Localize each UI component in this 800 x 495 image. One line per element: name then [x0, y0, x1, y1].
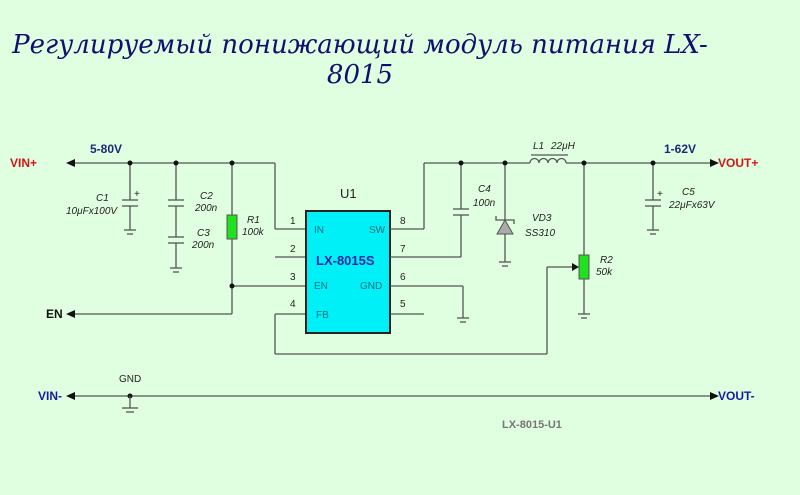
pin-8-num: 8	[400, 216, 406, 227]
pin-1-num: 1	[290, 216, 296, 227]
c3-ref: C3	[197, 228, 210, 239]
pin-3-name: EN	[314, 281, 328, 292]
diode-vd3	[495, 163, 515, 267]
r2-ref: R2	[600, 255, 613, 266]
pin-2-num: 2	[290, 244, 296, 255]
input-voltage-label: 5-80V	[90, 142, 122, 156]
capacitor-c1: +	[122, 163, 140, 235]
c4-ref: C4	[478, 184, 491, 195]
port-vout-minus: VOUT-	[718, 389, 755, 403]
l1-ref: L1	[533, 141, 544, 152]
c5-ref: C5	[682, 187, 695, 198]
capacitor-c4	[453, 163, 469, 216]
pin-4-name: FB	[316, 310, 329, 321]
en-arrow-icon	[66, 310, 75, 318]
gnd-label: GND	[119, 374, 141, 385]
chip-name: LX-8015S	[316, 253, 375, 268]
port-en: EN	[46, 307, 63, 321]
ground-symbol-icon	[122, 396, 138, 413]
chip-ref: U1	[340, 186, 357, 201]
c2-value: 200n	[194, 203, 218, 214]
r1-value: 100k	[242, 227, 265, 238]
capacitor-c5: +	[645, 163, 663, 235]
c1-value: 10μFx100V	[66, 206, 118, 217]
potentiometer-r2	[572, 163, 590, 319]
port-vout-plus: VOUT+	[718, 156, 758, 170]
r2-value: 50k	[596, 267, 613, 278]
svg-text:+: +	[134, 189, 140, 200]
l1-value: 22μH	[550, 141, 576, 152]
footer-label: LX-8015-U1	[502, 419, 562, 431]
pin-7-num: 7	[400, 244, 406, 255]
chip-body	[305, 210, 391, 334]
pin-5-num: 5	[400, 299, 406, 310]
pin-1-name: IN	[314, 225, 324, 236]
vout-plus-arrow-icon	[710, 159, 719, 167]
port-vin-plus: VIN+	[10, 156, 37, 170]
vd3-ref: VD3	[532, 213, 552, 224]
vin-minus-arrow-icon	[66, 392, 75, 400]
svg-text:+: +	[657, 189, 663, 200]
inductor-l1	[529, 154, 715, 164]
c4-value: 100n	[473, 198, 496, 209]
vin-plus-arrow-icon	[66, 159, 75, 167]
vout-minus-arrow-icon	[710, 392, 719, 400]
pin-8-name: SW	[369, 225, 386, 236]
c5-value: 22μFx63V	[668, 200, 716, 211]
output-voltage-label: 1-62V	[664, 142, 696, 156]
pin-6-name: GND	[360, 281, 382, 292]
c2-ref: C2	[200, 191, 213, 202]
resistor-r1	[226, 163, 238, 314]
diagram-title: Регулируемый понижающий модуль питания L…	[12, 30, 708, 90]
pin-3-num: 3	[290, 272, 296, 283]
r1-ref: R1	[247, 215, 260, 226]
pin-6-num: 6	[400, 272, 406, 283]
c1-ref: C1	[96, 193, 109, 204]
c3-value: 200n	[191, 240, 215, 251]
vd3-value: SS310	[525, 228, 555, 239]
pin-4-num: 4	[290, 299, 296, 310]
capacitor-c2-c3	[168, 163, 184, 273]
port-vin-minus: VIN-	[38, 389, 62, 403]
